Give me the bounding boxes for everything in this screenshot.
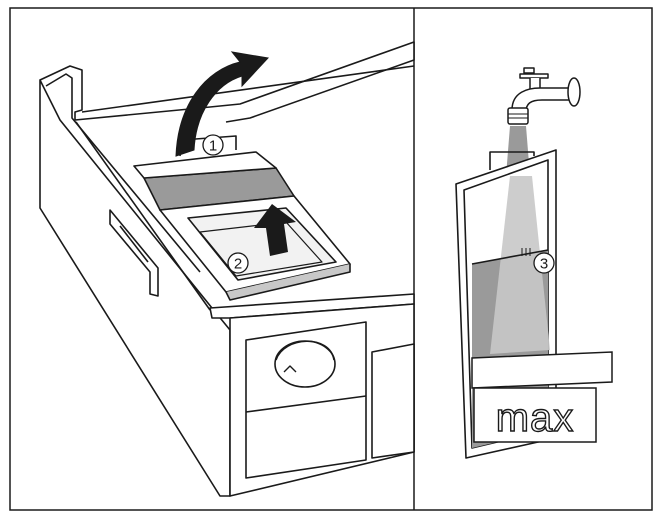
callout-2-circle xyxy=(227,252,249,274)
callout-2-label: 2 xyxy=(234,256,242,273)
container-base xyxy=(225,264,351,301)
drawer-side-inner xyxy=(75,121,211,311)
faucet-handle-bar xyxy=(519,73,549,79)
callout-3-circle xyxy=(533,252,555,274)
callout-2: 2 xyxy=(227,252,249,274)
drawer-illustration xyxy=(39,41,415,497)
drawer-rail-line xyxy=(119,225,149,263)
drawer-rail xyxy=(109,209,159,297)
up-arrow-icon xyxy=(254,204,296,256)
callout-3: 3 xyxy=(533,252,555,274)
faucet-thread xyxy=(508,113,528,119)
drawer-side-module xyxy=(371,343,415,459)
container-top-lip xyxy=(489,151,535,170)
drawer-panel-split xyxy=(245,395,367,413)
outer-border xyxy=(9,7,653,511)
callout-1-circle xyxy=(202,134,224,156)
faucet-icon xyxy=(507,67,581,125)
knob-arrow-icon xyxy=(283,365,297,373)
callout-1: 1 xyxy=(202,134,224,156)
lift-arrow-icon xyxy=(175,51,269,157)
faucet-nozzle xyxy=(507,107,529,125)
drawer-inner-edge xyxy=(45,73,201,273)
max-label: max xyxy=(496,396,575,440)
faucet-wall-flange xyxy=(567,77,581,107)
callout-3-label: 3 xyxy=(540,256,548,273)
drawer-left-wall xyxy=(39,79,231,497)
drawer-back-inner xyxy=(81,65,415,113)
lid-top-edge xyxy=(133,151,277,179)
max-box-face xyxy=(473,387,597,443)
water-container xyxy=(159,195,351,301)
drawer-knob-top xyxy=(275,340,335,361)
max-box-top xyxy=(471,351,613,389)
splash-marks xyxy=(521,248,531,256)
max-label-box: max xyxy=(471,351,613,443)
faucet-handle-base xyxy=(523,67,535,74)
callout-1-label: 1 xyxy=(209,138,217,155)
water-line xyxy=(471,249,549,265)
inner-stream xyxy=(490,176,550,354)
